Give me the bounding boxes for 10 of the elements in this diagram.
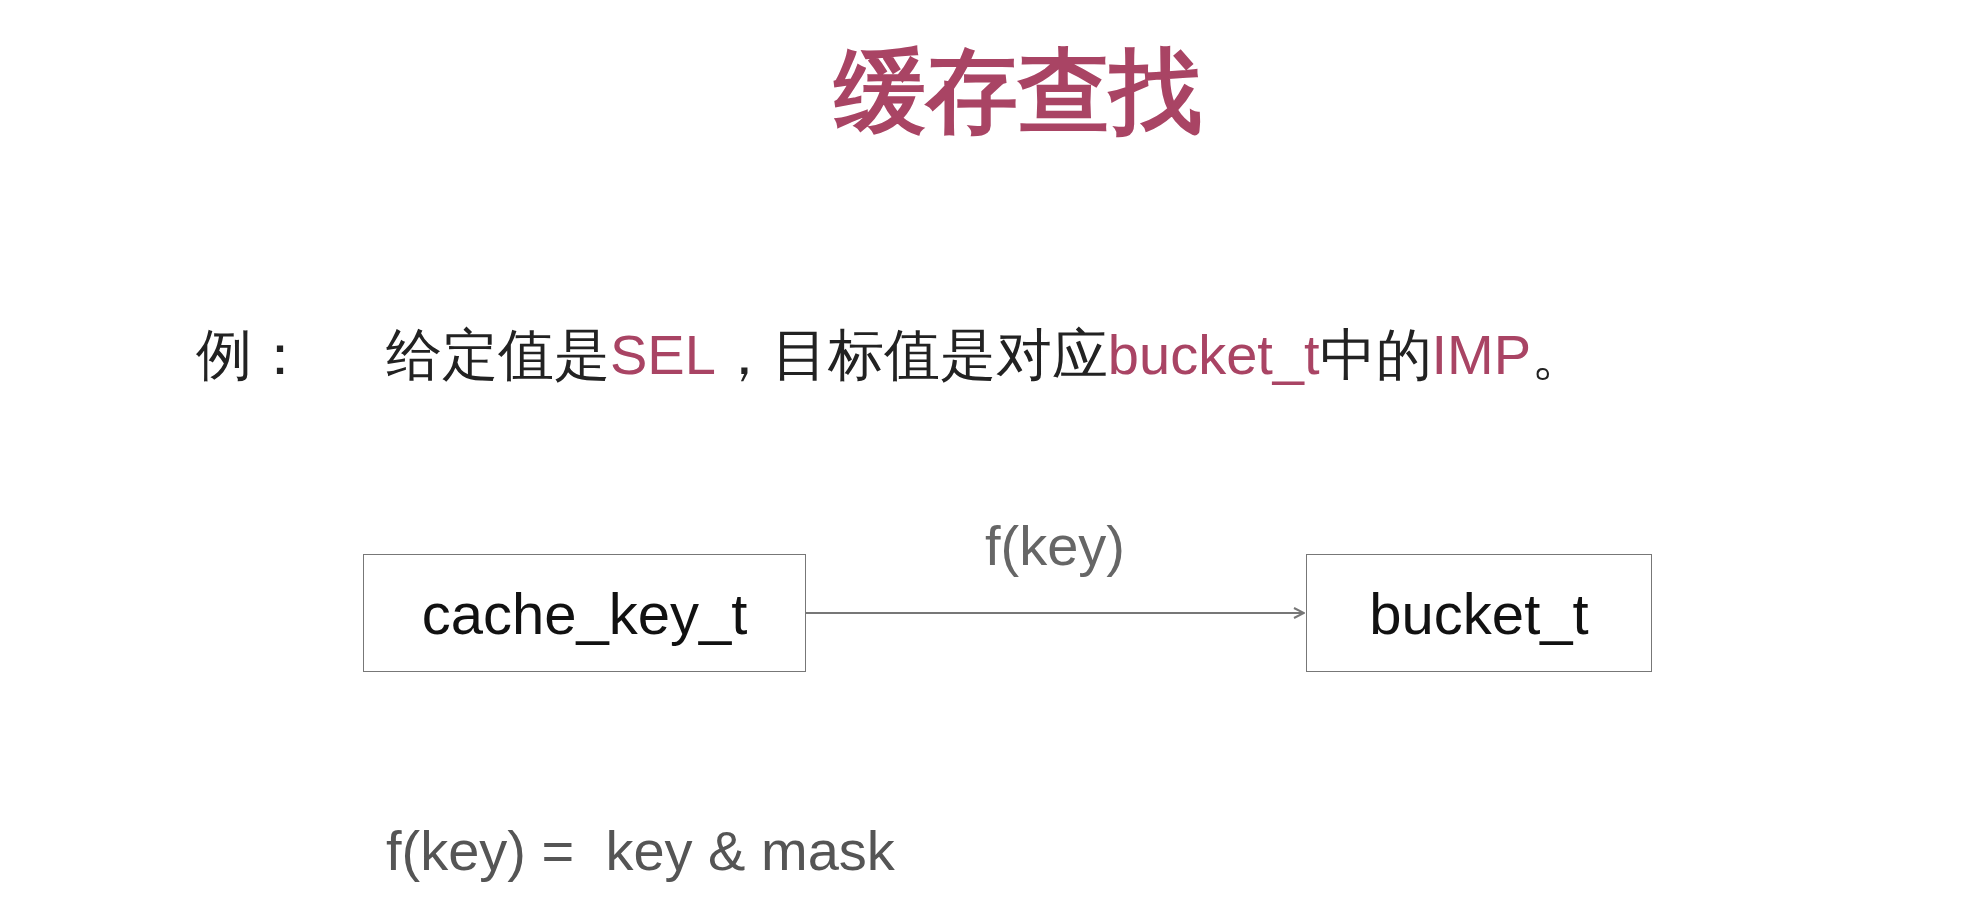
title: 缓存查找 [834,39,1202,144]
node-text: bucket_t [1369,579,1589,647]
edge-label: f(key) [985,513,1125,578]
text-label: f(key) = key & mask [386,818,895,883]
box [363,554,806,672]
text-label: 给定值是SEL，目标值是对应bucket_t中的IMP。 [386,322,1588,388]
arrow [805,607,1305,619]
text-label: 例： [196,322,308,388]
node-text: cache_key_t [421,579,748,647]
box [1306,554,1652,672]
